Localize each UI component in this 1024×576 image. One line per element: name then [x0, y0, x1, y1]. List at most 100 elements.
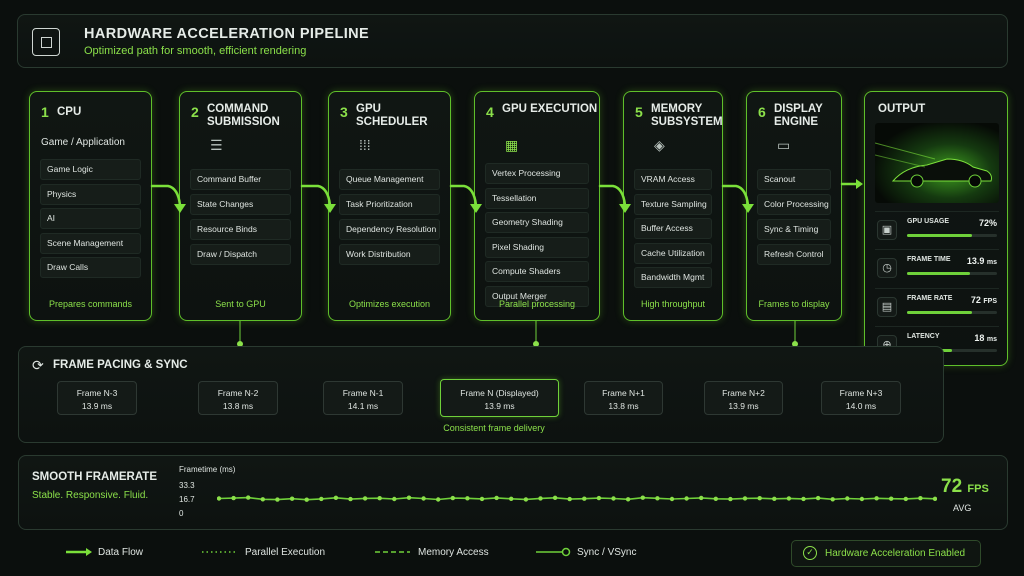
stage-display-engine[interactable]: 6 DISPLAY ENGINE ▭ Scanout Color Process… — [746, 91, 842, 321]
frametime-point — [713, 496, 718, 501]
stage-number: 2 — [191, 104, 199, 120]
list-item: Resource Binds — [190, 219, 291, 240]
stage-footer: Optimizes execution — [348, 299, 431, 309]
stage-memory-subsystem[interactable]: 5 MEMORY SUBSYSTEM ◈ VRAM Access Texture… — [623, 91, 723, 321]
metric-gpu-usage: ▣ GPU USAGE 72% — [875, 211, 999, 245]
stage-number: 4 — [486, 104, 494, 120]
monitor-icon: ▭ — [777, 137, 791, 153]
metric-value: 72% — [978, 218, 997, 228]
list-item: Compute Shaders — [485, 261, 589, 282]
fps-avg-label: AVG — [953, 503, 972, 513]
metric-label: LATENCY — [907, 333, 940, 340]
list-item: Scanout — [757, 169, 831, 190]
list-item: Scene Management — [40, 232, 141, 254]
frametime-point — [450, 495, 455, 501]
car-icon — [875, 142, 992, 188]
list-item: Vertex Processing — [485, 163, 589, 184]
framerate-panel: SMOOTH FRAMERATE Stable. Responsive. Flu… — [18, 455, 1008, 530]
layers-icon: ◈ — [654, 137, 665, 153]
frame-card: Frame N-3 13.9 ms — [57, 381, 137, 415]
stage-footer: Prepares commands — [48, 299, 133, 309]
frametime-point — [552, 495, 558, 500]
check-circle-icon: ✓ — [803, 546, 817, 560]
list-item: Task Prioritization — [339, 194, 440, 215]
list-item: Bandwidth Mgmt — [634, 267, 712, 288]
framerate-subtitle: Stable. Responsive. Fluid. — [32, 490, 149, 501]
frame-card: Frame N+2 13.9 ms — [704, 381, 783, 415]
metric-bar-fill — [907, 234, 972, 237]
stage-cpu[interactable]: 1 CPU Game / Application Game Logic Phys… — [29, 91, 152, 321]
frametime-point — [874, 496, 879, 501]
frame-label: Frame N-3 — [76, 388, 118, 398]
frametime-point — [625, 497, 631, 502]
frametime-point — [333, 495, 339, 500]
stage-name: CPU — [57, 106, 82, 118]
y-tick-label: 33.3 — [179, 481, 195, 490]
metric-value: 18 ms — [974, 333, 997, 343]
frametime-point — [815, 495, 821, 501]
frametime-point — [231, 495, 236, 501]
stage-items-list: Scanout Color Processing Sync & Timing R… — [757, 169, 831, 269]
stage-footer: Frames to display — [758, 299, 830, 309]
metric-bar-fill — [907, 272, 970, 275]
frame-label: Frame N+3 — [839, 388, 883, 398]
list-item: Pixel Shading — [485, 236, 589, 258]
metric-frame-time: ◷ FRAME TIME 13.9 ms — [875, 249, 999, 283]
frametime-point — [684, 496, 689, 501]
list-item: Physics — [40, 183, 141, 205]
frame-time: 13.9 ms — [484, 401, 515, 411]
list-item: Geometry Shading — [485, 212, 589, 233]
metric-value: 72 FPS — [970, 295, 997, 305]
list-item: Work Distribution — [339, 244, 440, 265]
metric-value: 13.9 ms — [966, 256, 997, 266]
stage-items-list: Command Buffer State Changes Resource Bi… — [190, 169, 291, 269]
frame-time: 14.1 ms — [347, 401, 379, 411]
frame-card: Frame N+1 13.8 ms — [584, 381, 663, 415]
frametime-point — [275, 497, 280, 502]
frame-time: 13.8 ms — [222, 401, 254, 411]
metric-bar — [907, 234, 997, 237]
frametime-point — [567, 496, 572, 502]
frame-card: Frame N-2 13.8 ms — [198, 381, 278, 415]
legend-parallel-execution: Parallel Execution — [245, 547, 326, 558]
stage-footer: High throughput — [640, 299, 706, 309]
metric-bar-fill — [907, 311, 972, 314]
frametime-point — [845, 496, 850, 501]
frame-label: Frame N-2 — [217, 388, 259, 398]
frametime-point — [655, 496, 660, 501]
frametime-chart — [217, 495, 937, 502]
list-item: Command Buffer — [190, 169, 291, 190]
list-item: Refresh Control — [757, 244, 831, 265]
hw-acceleration-badge[interactable]: ✓ Hardware Acceleration Enabled — [791, 540, 981, 567]
pacing-title: FRAME PACING & SYNC — [53, 359, 188, 371]
frame-time: 14.0 ms — [845, 401, 877, 411]
stage-gpu-scheduler[interactable]: 3 GPU SCHEDULER ⁞⁞⁞ Queue Management Tas… — [328, 91, 451, 321]
frametime-point — [538, 496, 543, 501]
frametime-point — [742, 496, 748, 501]
frametime-point — [377, 496, 382, 501]
frametime-point — [889, 496, 894, 501]
sync-icon: ⟳ — [32, 357, 44, 373]
metric-label: FRAME RATE — [907, 295, 953, 302]
stage-name: GPU EXECUTION — [502, 103, 598, 115]
stage-items-list: Queue Management Task Prioritization Dep… — [339, 169, 440, 269]
frametime-point — [918, 496, 923, 501]
list-item: Buffer Access — [634, 218, 712, 239]
fps-value: 72 FPS — [941, 476, 989, 497]
frametime-point — [494, 495, 499, 501]
frametime-point — [523, 497, 529, 502]
stage-number: 1 — [41, 104, 49, 120]
car-render-image — [875, 123, 999, 203]
legend-memory-access: Memory Access — [418, 547, 489, 558]
frame-label: Frame N (Displayed) — [460, 388, 539, 398]
frametime-point — [421, 496, 426, 501]
stage-name: COMMAND SUBMISSION — [207, 103, 280, 128]
frametime-point — [932, 496, 937, 501]
stage-number: 6 — [758, 104, 766, 120]
list-item: AI — [40, 208, 141, 229]
clock-icon: ◷ — [877, 258, 897, 278]
list-item: Color Processing — [757, 194, 831, 215]
stage-gpu-execution[interactable]: 4 GPU EXECUTION ▦ Vertex Processing Tess… — [474, 91, 600, 321]
legend-markers — [66, 547, 571, 557]
